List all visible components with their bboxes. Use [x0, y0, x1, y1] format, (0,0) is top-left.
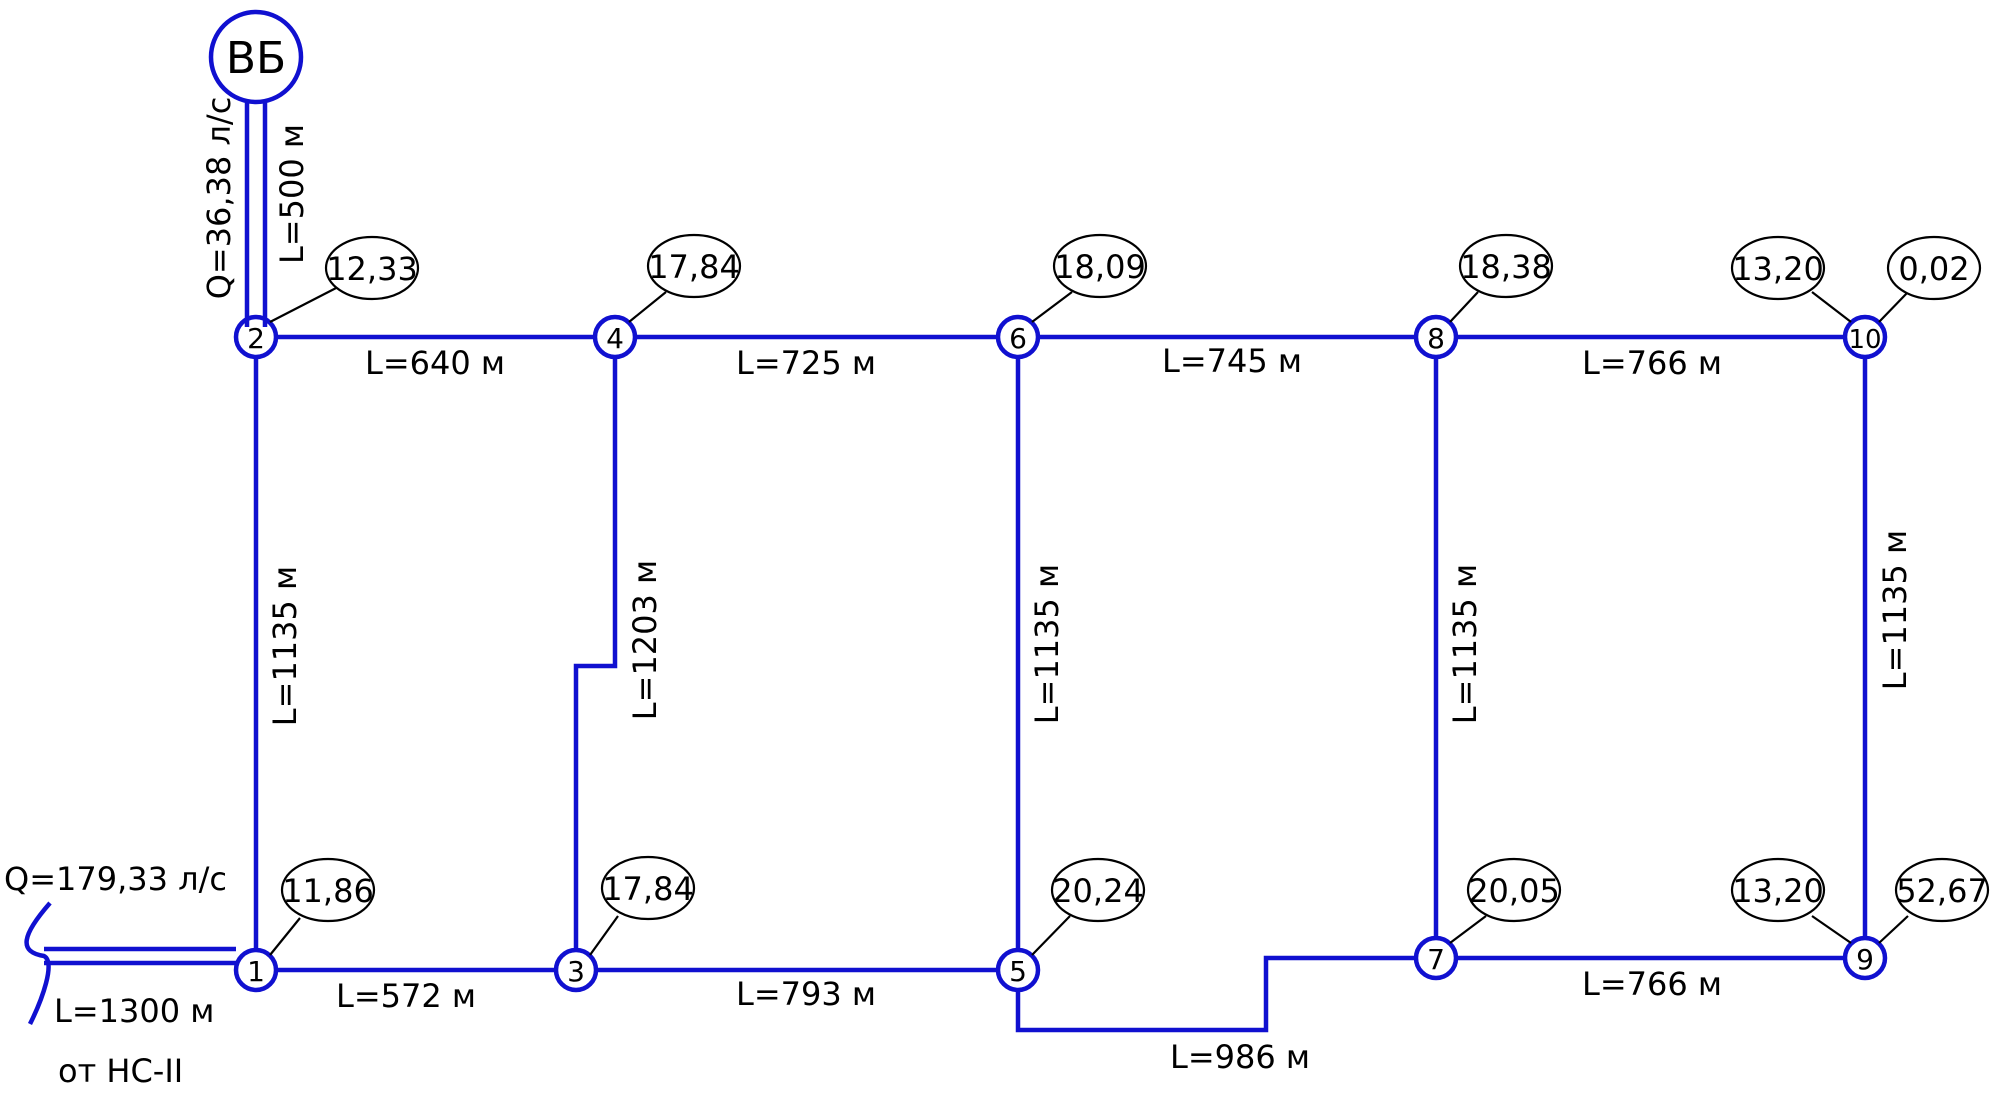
- node-4-label: 4: [606, 322, 624, 355]
- node-7-label: 7: [1427, 943, 1445, 976]
- length-3-5: L=793 м: [736, 975, 876, 1013]
- node-6-circle: [995, 314, 1041, 360]
- demand-node-9-a: 13,20: [1732, 872, 1824, 910]
- demand-node-2: 12,33: [326, 250, 418, 288]
- node-4-circle: [592, 314, 638, 360]
- tower-length-label: L=500 м: [273, 124, 311, 264]
- leader-node-9-b: [1878, 915, 1909, 944]
- leader-node-10-b: [1878, 291, 1909, 323]
- node-2-label: 2: [247, 322, 265, 355]
- demand-bubble-node-5: [1050, 857, 1146, 923]
- pipes-layer: [24, 102, 1868, 1033]
- pipe-inlet-break: [24, 901, 52, 1026]
- demand-bubble-node-9-b: [1894, 857, 1990, 923]
- supply-annotations: Q=36,38 л/с L=500 м Q=179,33 л/с L=1300 …: [4, 97, 311, 1090]
- leader-node-4: [628, 291, 667, 323]
- pipe-3-4: [573, 358, 618, 949]
- nodes-layer: [208, 9, 1888, 993]
- demand-bubble-node-9-a: [1730, 857, 1826, 923]
- demand-callouts: 12,33 17,84 18,09 18,38 13,20 0,02 11,86…: [269, 233, 1990, 956]
- node-2-circle: [233, 314, 279, 360]
- length-1-2: L=1135 м: [266, 566, 304, 726]
- demand-node-7: 20,05: [1468, 872, 1560, 910]
- node-8-label: 8: [1427, 322, 1445, 355]
- length-8-10: L=766 м: [1582, 344, 1722, 382]
- demand-bubble-node-6: [1052, 233, 1148, 299]
- leader-node-5: [1031, 915, 1071, 956]
- length-7-9: L=766 м: [1582, 965, 1722, 1003]
- length-4-6: L=725 м: [736, 344, 876, 382]
- node-1-circle: [233, 947, 279, 993]
- demand-node-10-a: 13,20: [1732, 250, 1824, 288]
- tower-flow-label: Q=36,38 л/с: [200, 97, 238, 300]
- leader-node-9-a: [1811, 915, 1852, 944]
- demand-bubble-node-8: [1458, 233, 1554, 299]
- inlet-length-label: L=1300 м: [54, 992, 214, 1030]
- demand-bubble-node-10-a: [1730, 235, 1826, 301]
- demand-bubble-node-7: [1466, 857, 1562, 923]
- length-6-8: L=745 м: [1162, 342, 1302, 380]
- length-5-7: L=986 м: [1170, 1038, 1310, 1076]
- node-5-circle: [995, 947, 1041, 993]
- length-1-3: L=572 м: [336, 977, 476, 1015]
- node-3-label: 3: [567, 955, 585, 988]
- leader-node-3: [589, 915, 619, 956]
- demand-node-8: 18,38: [1460, 248, 1552, 286]
- inlet-flow-label: Q=179,33 л/с: [4, 860, 227, 898]
- demand-node-1: 11,86: [282, 872, 374, 910]
- node-10-label: 10: [1848, 325, 1881, 355]
- leader-node-7: [1449, 915, 1487, 944]
- node-9-label: 9: [1856, 943, 1874, 976]
- length-5-6: L=1135 м: [1028, 564, 1066, 724]
- pipe-length-labels: L=640 м L=725 м L=745 м L=766 м L=1135 м…: [266, 342, 1914, 1076]
- water-tower-label: ВБ: [226, 33, 286, 84]
- node-8-circle: [1413, 314, 1459, 360]
- pipe-5-7: [1015, 955, 1416, 1033]
- length-9-10: L=1135 м: [1876, 530, 1914, 690]
- leader-node-2: [269, 285, 341, 323]
- demand-node-5: 20,24: [1052, 872, 1144, 910]
- demand-bubble-node-10-b: [1886, 235, 1982, 301]
- demand-bubble-node-3: [600, 855, 696, 921]
- length-7-8: L=1135 м: [1446, 564, 1484, 724]
- leader-node-8: [1449, 291, 1479, 323]
- inlet-origin-label: от НС-II: [58, 1052, 183, 1090]
- node-3-circle: [553, 947, 599, 993]
- leader-node-10-a: [1811, 291, 1852, 323]
- demand-node-9-b: 52,67: [1896, 872, 1988, 910]
- node-labels: ВБ 1 2 3 4 5 6 7 8 9 10: [226, 33, 1882, 988]
- node-9-circle: [1842, 935, 1888, 981]
- demand-node-3: 17,84: [602, 870, 694, 908]
- node-7-circle: [1413, 935, 1459, 981]
- leader-node-6: [1031, 291, 1073, 323]
- length-2-4: L=640 м: [365, 344, 505, 382]
- leader-node-1: [269, 917, 301, 956]
- demand-bubble-node-1: [280, 857, 376, 923]
- water-tower-circle: [208, 9, 304, 105]
- demand-node-6: 18,09: [1054, 248, 1146, 286]
- length-3-4: L=1203 м: [626, 560, 664, 720]
- demand-bubble-node-2: [324, 235, 420, 301]
- node-6-label: 6: [1009, 322, 1027, 355]
- demand-bubble-node-4: [646, 233, 742, 299]
- demand-node-10-b: 0,02: [1898, 250, 1969, 288]
- node-10-circle: [1842, 314, 1888, 360]
- node-5-label: 5: [1009, 955, 1027, 988]
- node-1-label: 1: [247, 955, 265, 988]
- demand-node-4: 17,84: [648, 248, 740, 286]
